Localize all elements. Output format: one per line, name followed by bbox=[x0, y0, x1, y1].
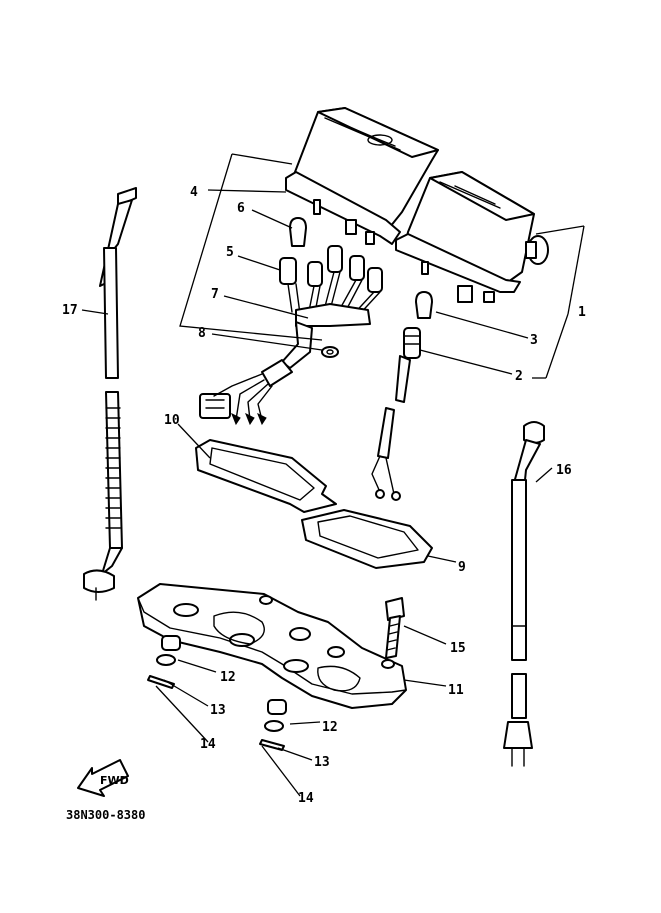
forward-direction-arrow: FWD bbox=[77, 759, 129, 797]
callout-14-lower: 14 bbox=[298, 791, 314, 806]
callout-4: 4 bbox=[190, 185, 198, 200]
damper-lower bbox=[259, 699, 287, 751]
meter-bracket bbox=[137, 583, 407, 709]
callout-3: 3 bbox=[530, 333, 538, 348]
callout-5: 5 bbox=[226, 245, 234, 260]
speedometer-housing bbox=[285, 107, 439, 245]
tachometer-cable bbox=[503, 421, 545, 767]
fwd-label: FWD bbox=[100, 774, 129, 787]
callout-14-upper: 14 bbox=[200, 737, 216, 752]
bulb-socket-harness bbox=[199, 245, 383, 426]
callout-1: 1 bbox=[578, 305, 586, 320]
grommet bbox=[321, 346, 339, 358]
indicator-bulb-left bbox=[289, 217, 307, 247]
bracket-bolt bbox=[385, 597, 405, 659]
callout-16: 16 bbox=[556, 463, 572, 478]
callout-12-lower: 12 bbox=[322, 720, 338, 735]
tachometer-housing bbox=[395, 171, 549, 303]
callout-13-upper: 13 bbox=[210, 703, 226, 718]
callout-6: 6 bbox=[237, 201, 245, 216]
callout-labels: 1 2 3 4 5 6 7 8 9 10 11 12 12 13 13 14 1… bbox=[62, 185, 586, 806]
speedometer-cable bbox=[83, 187, 137, 601]
meter-cushion-rubber-right bbox=[301, 509, 433, 569]
leader-lines bbox=[81, 153, 585, 797]
callout-9: 9 bbox=[458, 560, 466, 575]
callout-8: 8 bbox=[198, 326, 206, 341]
socket-lead-wire bbox=[371, 327, 421, 501]
callout-7: 7 bbox=[211, 287, 219, 302]
callout-15: 15 bbox=[450, 641, 466, 656]
callout-11: 11 bbox=[448, 683, 464, 698]
callout-2: 2 bbox=[515, 369, 523, 384]
callout-13-lower: 13 bbox=[314, 755, 330, 770]
drawing-code: 38N300-8380 bbox=[66, 808, 145, 822]
callout-12-upper: 12 bbox=[220, 670, 236, 685]
indicator-bulb-right bbox=[415, 291, 433, 319]
meter-cushion-rubber bbox=[195, 439, 337, 513]
callout-10: 10 bbox=[164, 413, 180, 428]
callout-17: 17 bbox=[62, 303, 78, 318]
